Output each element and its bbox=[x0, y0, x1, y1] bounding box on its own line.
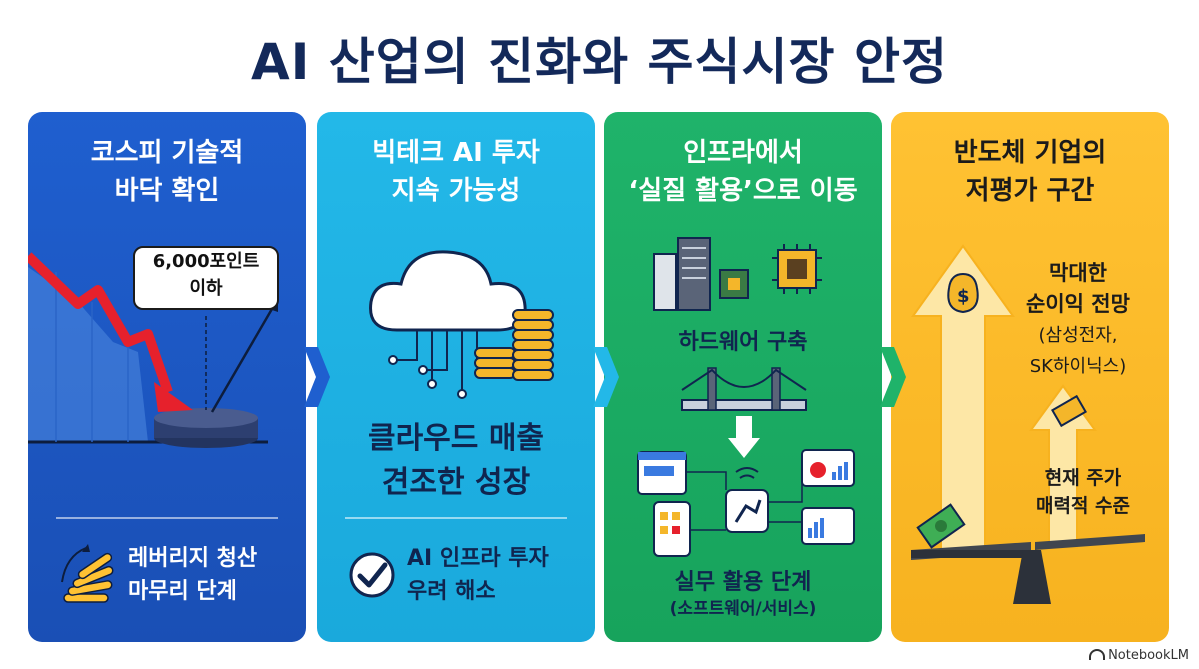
spring-coil-icon bbox=[61, 544, 114, 603]
checkmark-icon bbox=[349, 552, 395, 598]
panel-title-line: 코스피 기술적 bbox=[90, 138, 244, 168]
panel-title: 인프라에서 ‘실질 활용’으로 이동 bbox=[604, 134, 882, 210]
panel-main-text: 클라우드 매출 견조한 성장 bbox=[317, 417, 595, 505]
panel-title: 빅테크 AI 투자 지속 가능성 bbox=[317, 134, 595, 210]
notebook-logo-icon bbox=[1089, 649, 1106, 660]
callout-bubble: 6,000포인트 이하 bbox=[133, 246, 279, 310]
panel-title-line: 지속 가능성 bbox=[391, 176, 521, 206]
svg-text:$: $ bbox=[957, 286, 970, 307]
footer-line: 우려 해소 bbox=[407, 579, 496, 604]
cloud-coins-icon bbox=[369, 250, 554, 399]
page-title: AI 산업의 진화와 주식시장 안정 bbox=[251, 33, 948, 91]
main-line: 클라우드 매출 bbox=[367, 421, 545, 456]
panel-title-line: 저평가 구간 bbox=[965, 176, 1095, 206]
profit-line: SK하이닉스) bbox=[1029, 356, 1127, 377]
panel-title-line: ‘실질 활용’으로 이동 bbox=[628, 176, 858, 206]
callout-text: 이하 bbox=[189, 278, 223, 299]
panel-title-line: 빅테크 AI 투자 bbox=[372, 138, 540, 168]
profit-text: 막대한 순이익 전망 (삼성전자, SK하이닉스) bbox=[987, 258, 1169, 382]
chevron-right-icon bbox=[880, 347, 906, 407]
stage-label: 실무 활용 단계 bbox=[674, 570, 812, 595]
profit-line: (삼성전자, bbox=[1038, 325, 1118, 346]
panel-title-line: 반도체 기업의 bbox=[953, 138, 1107, 168]
profit-line: 막대한 bbox=[1049, 261, 1107, 285]
panel-title: 반도체 기업의 저평가 구간 bbox=[891, 134, 1169, 210]
callout-text: 6,000포인트 bbox=[152, 251, 260, 272]
divider bbox=[345, 517, 567, 519]
main-line: 견조한 성장 bbox=[381, 465, 531, 500]
stage-sublabel: (소프트웨어/서비스) bbox=[669, 599, 817, 619]
price-text: 현재 주가 매력적 수준 bbox=[997, 464, 1169, 520]
price-line: 매력적 수준 bbox=[1035, 495, 1130, 517]
watermark-text: NotebookLM bbox=[1108, 648, 1189, 663]
panel-semiconductor: 반도체 기업의 저평가 구간 $ 막대한 순이익 전망 (삼성전자, SK하이닉… bbox=[891, 112, 1169, 642]
panel-kospi: 코스피 기술적 바닥 확인 6,000포인트 이하 bbox=[28, 112, 306, 642]
footer-line: AI 인프라 투자 bbox=[407, 546, 549, 571]
panels-container: 코스피 기술적 바닥 확인 6,000포인트 이하 bbox=[28, 112, 1173, 642]
bridge-icon bbox=[681, 367, 807, 458]
falling-chart-icon bbox=[28, 252, 278, 448]
watermark: NotebookLM bbox=[1089, 648, 1189, 663]
chevron-right-icon bbox=[593, 347, 619, 407]
profit-line: 순이익 전망 bbox=[1026, 292, 1130, 316]
panel-title: 코스피 기술적 바닥 확인 bbox=[28, 134, 306, 210]
panel-footer: 레버리지 청산 마무리 단계 bbox=[128, 542, 257, 608]
panel-infrastructure: 인프라에서 ‘실질 활용’으로 이동 하드웨어 구축 bbox=[604, 112, 882, 642]
panel-title-line: 인프라에서 bbox=[683, 138, 803, 168]
server-chip-icon bbox=[653, 237, 822, 311]
divider bbox=[56, 517, 278, 519]
hardware-label: 하드웨어 구축 bbox=[678, 330, 808, 355]
software-network-icon bbox=[637, 449, 855, 557]
panel-title-line: 바닥 확인 bbox=[114, 176, 220, 206]
price-line: 현재 주가 bbox=[1044, 467, 1122, 489]
up-arrow-scale-icon: $ bbox=[911, 244, 1145, 604]
footer-line: 마무리 단계 bbox=[128, 579, 237, 604]
footer-line: 레버리지 청산 bbox=[128, 546, 258, 571]
panel-footer: AI 인프라 투자 우려 해소 bbox=[407, 542, 549, 608]
panel-bigtech: 빅테크 AI 투자 지속 가능성 클라우드 매출 bbox=[317, 112, 595, 642]
chevron-right-icon bbox=[304, 347, 330, 407]
